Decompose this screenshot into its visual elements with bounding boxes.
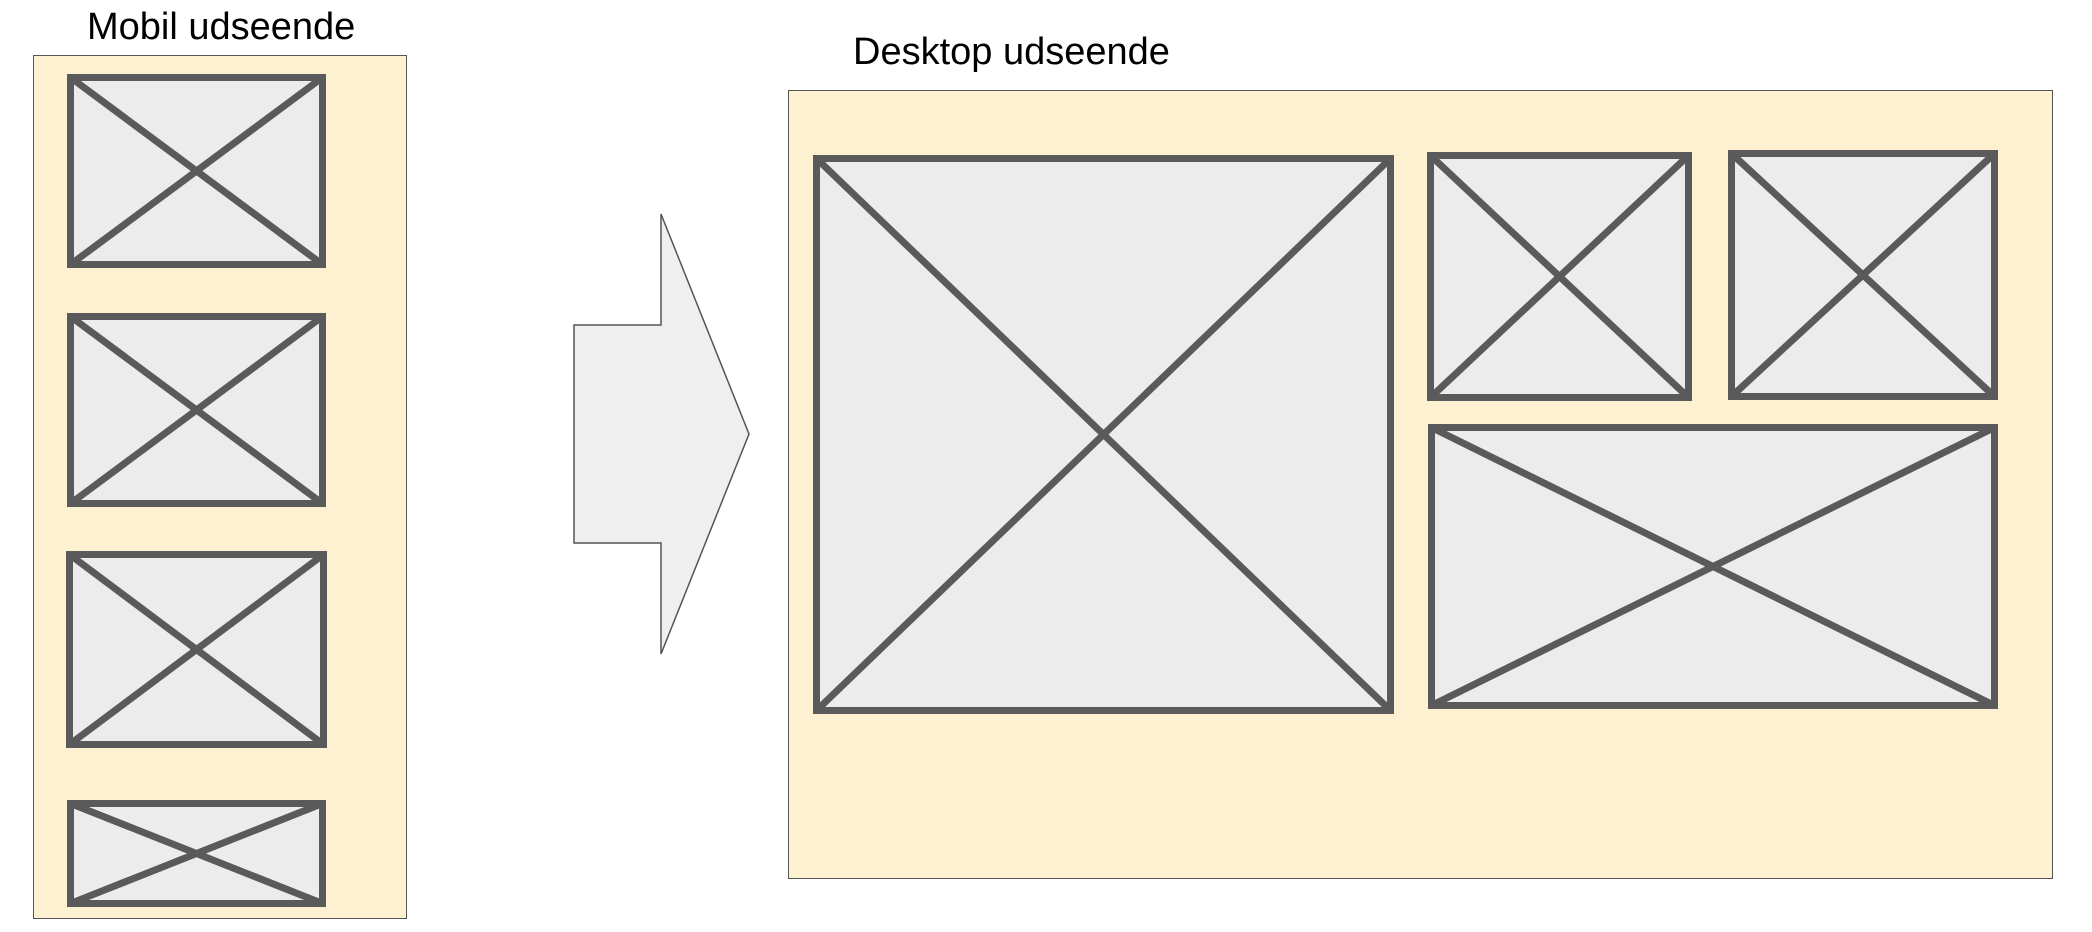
desktop-layout-title: Desktop udseende bbox=[853, 31, 1170, 73]
right-arrow-icon bbox=[573, 213, 751, 656]
image-placeholder-icon bbox=[1728, 150, 1998, 400]
image-placeholder-icon bbox=[67, 800, 326, 907]
image-placeholder-icon bbox=[1427, 152, 1692, 401]
image-placeholder-icon bbox=[813, 155, 1394, 714]
image-placeholder-icon bbox=[1428, 424, 1998, 709]
image-placeholder-icon bbox=[67, 313, 326, 507]
mobile-layout-title: Mobil udseende bbox=[87, 6, 356, 48]
image-placeholder-icon bbox=[67, 74, 326, 268]
image-placeholder-icon bbox=[66, 551, 327, 748]
